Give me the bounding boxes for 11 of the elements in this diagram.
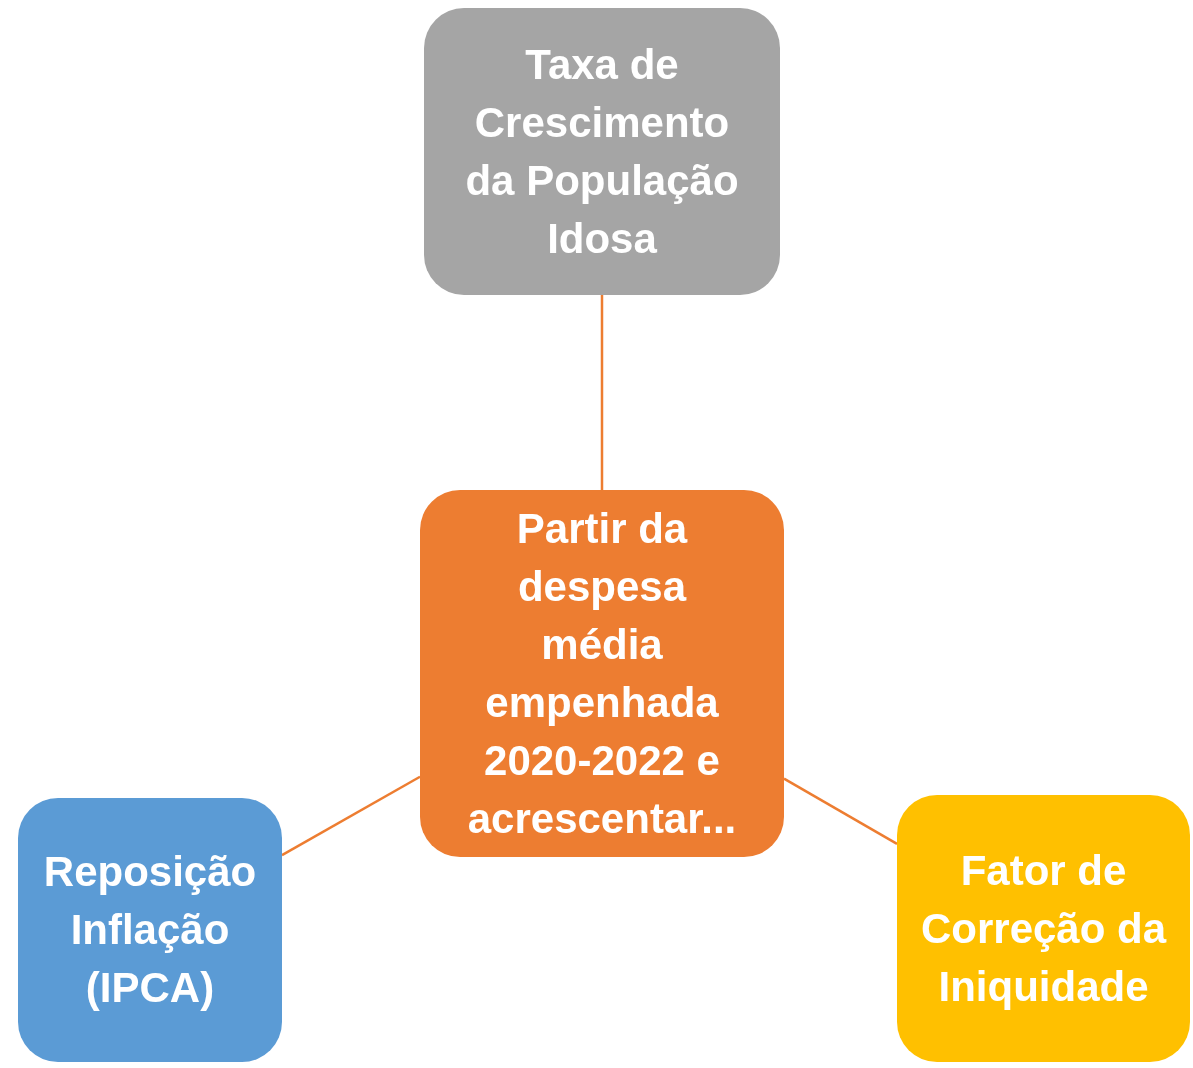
factor-box	[897, 795, 1190, 1062]
central-box	[420, 490, 784, 857]
box-label: Reposição Inflação (IPCA)	[42, 847, 258, 1013]
box-label: Taxa de Crescimento da População Idosa	[464, 39, 740, 264]
connector-line	[281, 775, 421, 857]
factor-box	[424, 8, 780, 295]
factor-box	[18, 798, 282, 1062]
box-label: Partir da despesa média empenhada 2020-2022 e acrescentar...	[466, 503, 738, 844]
connector-line	[600, 295, 604, 490]
box-label: Fator de Correção da Iniquidade	[919, 845, 1168, 1012]
connector-line	[783, 777, 898, 845]
